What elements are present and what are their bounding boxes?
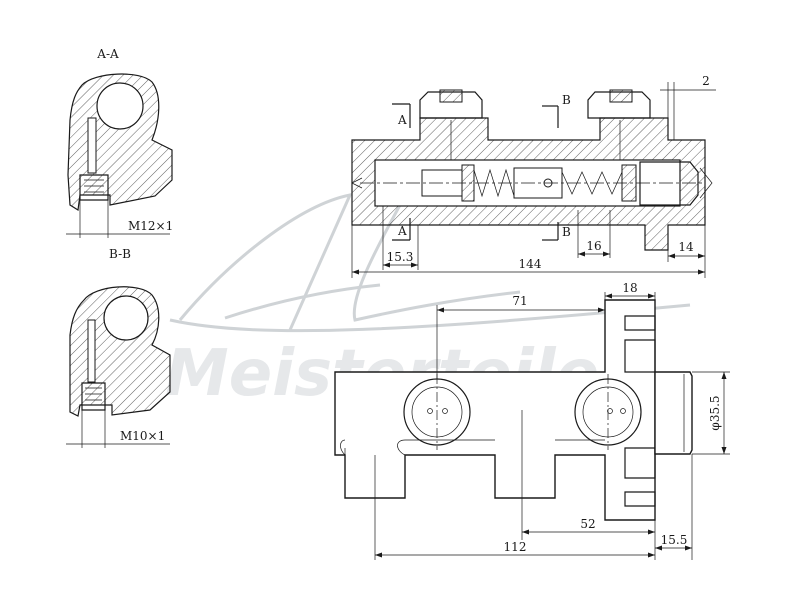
- section-aa-title: A-A: [96, 47, 119, 61]
- watermark-swoosh: [169, 303, 691, 333]
- section-bb-channel: [87, 319, 96, 383]
- end-plug: [639, 161, 699, 206]
- secondary-spring: [561, 171, 623, 195]
- section-bb-bore: [103, 295, 149, 341]
- section-bb-thread-lines: [85, 387, 102, 401]
- flange-slot-top: [624, 315, 656, 331]
- section-aa-bore: [96, 82, 144, 130]
- dim-15-5-label: 15.5: [661, 533, 688, 547]
- flange-step-bottom: [624, 447, 656, 479]
- dim-15-3-label: 15.3: [387, 250, 414, 264]
- section-bb-title: B-B: [109, 247, 131, 261]
- section-mark-a-top: A: [397, 113, 407, 127]
- section-aa-body: [67, 73, 173, 212]
- section-aa-thread-lines: [84, 179, 104, 193]
- section-aa: A-A M12×1: [66, 47, 173, 238]
- port-right-hole-1: [607, 408, 613, 414]
- top-view-body: [334, 299, 656, 521]
- top-view-shoulders: [344, 439, 605, 456]
- end-plug-outline: [699, 167, 713, 199]
- watermark-logo-stroke-1: [178, 192, 353, 331]
- reservoir-plug-rear: [439, 89, 463, 103]
- dim-144-label: 144: [519, 257, 542, 271]
- dim-14-label: 14: [678, 240, 694, 254]
- watermark-logo-stroke-3: [352, 204, 521, 322]
- section-bb: B-B M10×1: [66, 247, 171, 448]
- longitudinal-section: A A B B 2 16 14 15.3 144: [351, 74, 716, 278]
- port-left-hole-2: [442, 408, 448, 414]
- section-bb-thread-label: M10×1: [120, 429, 165, 443]
- port-right-hole-2: [620, 408, 626, 414]
- section-aa-channel: [87, 117, 97, 174]
- reservoir-port-front: [587, 91, 651, 119]
- dim-2-label: 2: [702, 74, 710, 88]
- dim-18-label: 18: [622, 281, 637, 295]
- section-mark-b-bottom: B: [562, 225, 571, 239]
- dim-16-label: 16: [586, 239, 601, 253]
- flange-slot-bottom: [624, 491, 656, 507]
- dim-112-label: 112: [504, 540, 527, 554]
- dim-71-label: 71: [512, 294, 527, 308]
- top-view: 71 18 φ35.5 52 112 15.5: [334, 281, 730, 560]
- rear-opening-mark: [351, 177, 363, 189]
- port-left-hole-1: [427, 408, 433, 414]
- section-mark-a-bottom: A: [397, 224, 407, 238]
- reservoir-plug-front: [609, 89, 633, 103]
- top-view-left-fillet: [340, 439, 346, 456]
- top-view-nose: [654, 371, 693, 455]
- watermark-logo-stroke-2: [224, 283, 381, 320]
- section-aa-thread-label: M12×1: [128, 219, 173, 233]
- section-mark-b-top: B: [562, 93, 571, 107]
- dim-phi-label: φ35.5: [708, 395, 722, 430]
- dim-52-label: 52: [580, 517, 595, 531]
- reservoir-port-rear: [419, 91, 483, 119]
